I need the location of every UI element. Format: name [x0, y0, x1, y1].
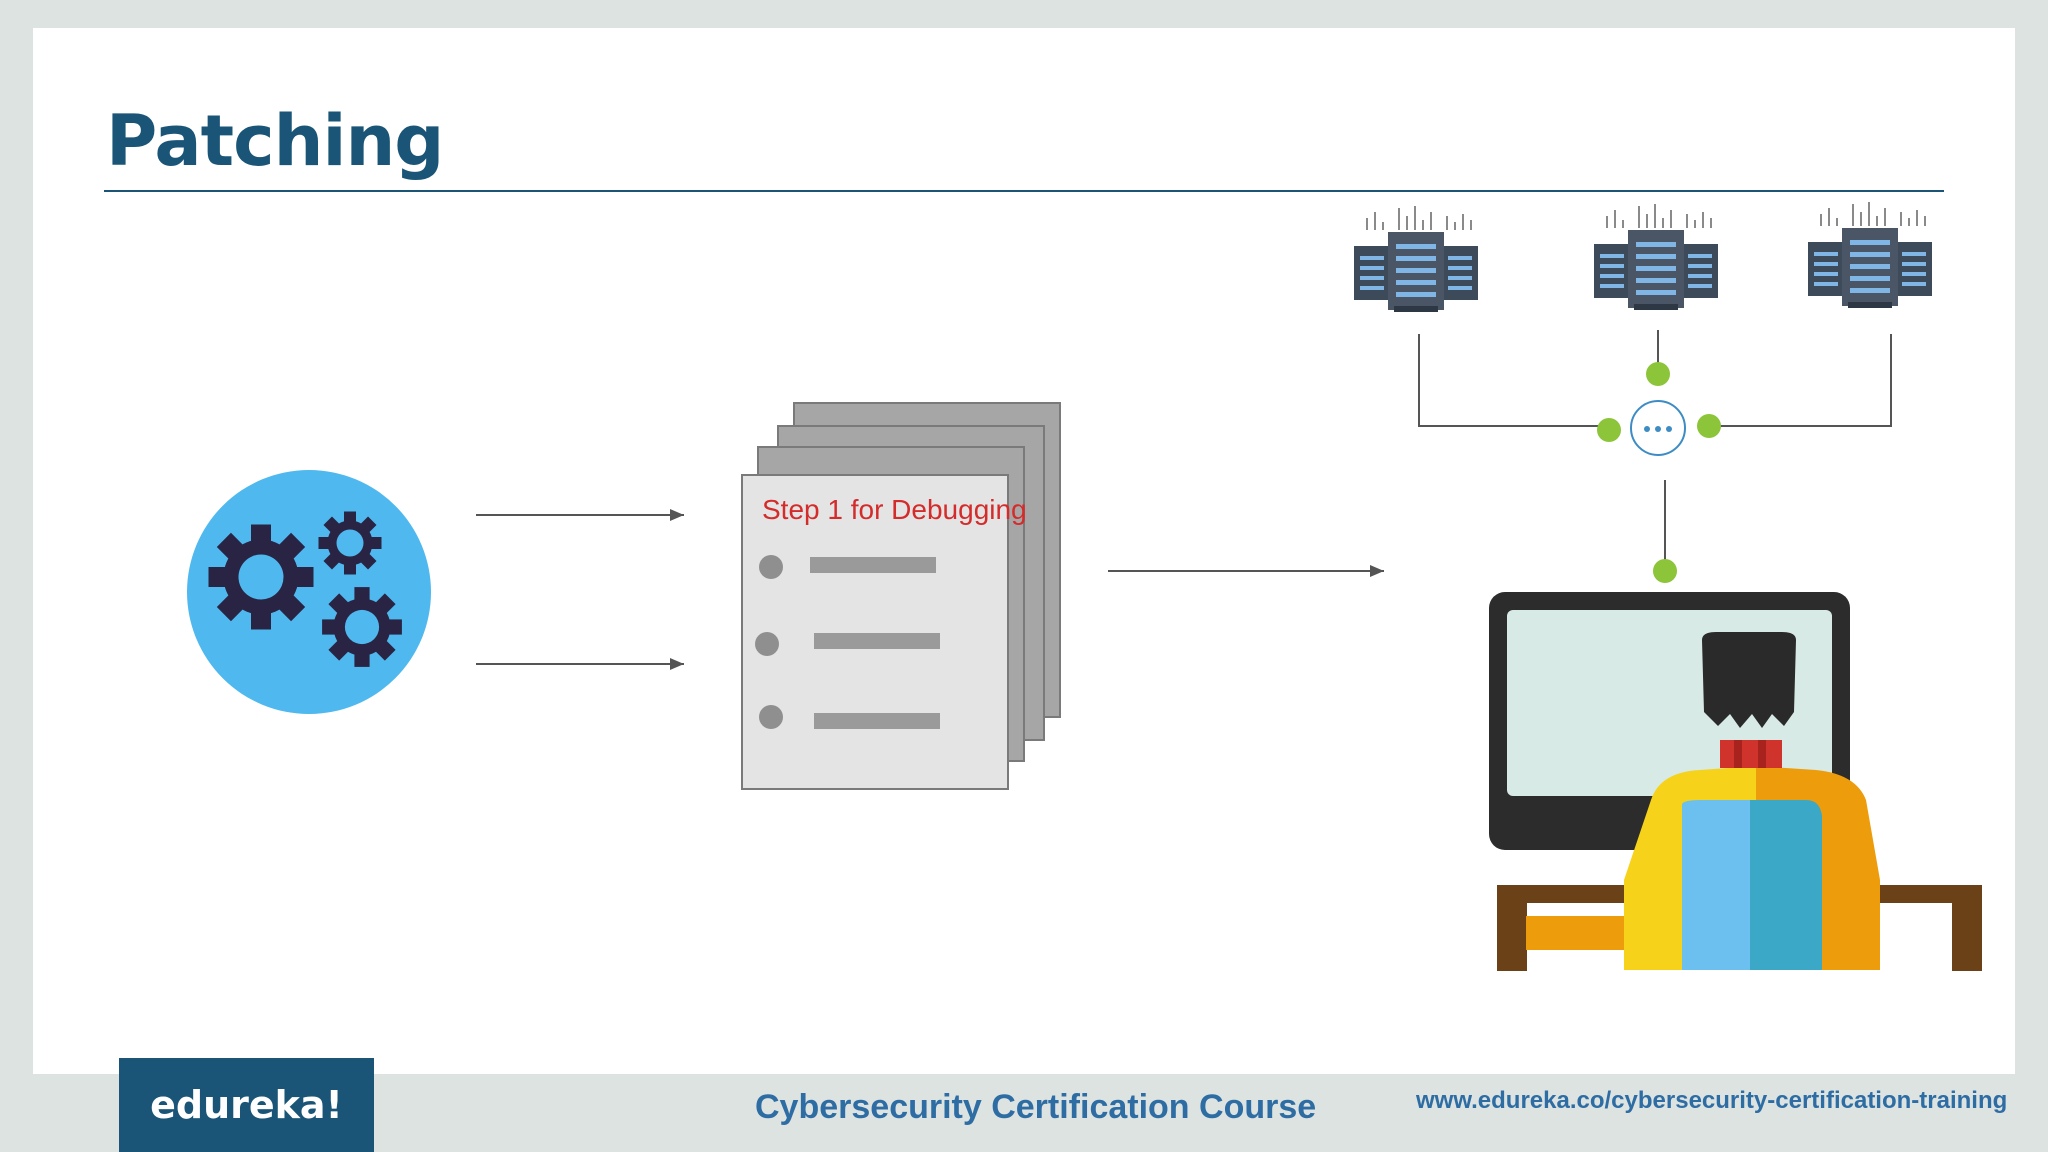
- course-title: Cybersecurity Certification Course: [755, 1088, 1317, 1126]
- gears-icon: [187, 470, 431, 714]
- footer-url: www.edureka.co/cybersecurity-certificati…: [1416, 1087, 2008, 1114]
- user-at-computer-icon: [1489, 592, 1982, 971]
- server-icon: [1354, 202, 1932, 312]
- slide-title: Patching: [106, 100, 444, 182]
- document-stack-icon: [741, 402, 1061, 790]
- logo-text: edureka!: [150, 1083, 343, 1127]
- network-hub-icon: [1597, 362, 1721, 583]
- edureka-logo: edureka!: [119, 1058, 374, 1152]
- document-heading: Step 1 for Debugging: [762, 494, 1027, 525]
- title-divider: [104, 190, 1944, 192]
